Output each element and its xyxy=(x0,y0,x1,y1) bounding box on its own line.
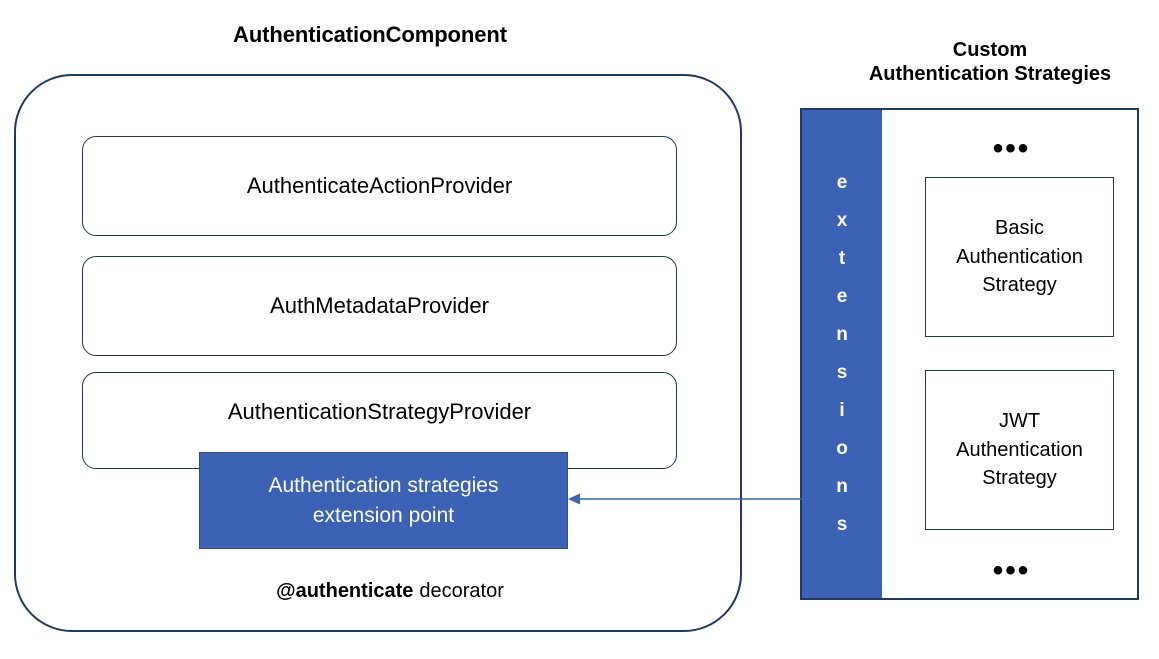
decorator-name: @authenticate xyxy=(276,580,414,602)
custom-authentication-strategies-panel: e x t e n s i o n s ••• Basic Authentica… xyxy=(800,108,1139,600)
strategies-panel-title: Custom Authentication Strategies xyxy=(868,39,1112,86)
extensions-letter: i xyxy=(839,400,845,421)
extensions-letter: t xyxy=(838,248,846,269)
extensions-letter: e xyxy=(836,172,848,193)
extensions-letter: x xyxy=(836,210,848,231)
extensions-letter: s xyxy=(836,362,848,383)
strategy-box-basic-authentication[interactable]: Basic Authentication Strategy xyxy=(925,177,1114,337)
extensions-bar[interactable]: e x t e n s i o n s xyxy=(802,110,882,598)
component-title: AuthenticationComponent xyxy=(233,22,507,47)
provider-label: AuthenticateActionProvider xyxy=(246,173,513,198)
provider-box-authenticate-action[interactable]: AuthenticateActionProvider xyxy=(82,136,677,236)
extensions-letter: n xyxy=(836,324,848,345)
provider-label: AuthMetadataProvider xyxy=(270,293,489,318)
extensions-letter: e xyxy=(836,286,848,307)
extensions-letter: s xyxy=(836,514,848,535)
ellipsis-bottom-icon: ••• xyxy=(992,554,1031,587)
ellipsis-top-icon: ••• xyxy=(992,132,1031,165)
authentication-strategies-extension-point[interactable]: Authentication strategies extension poin… xyxy=(199,452,568,549)
provider-box-auth-metadata[interactable]: AuthMetadataProvider xyxy=(82,256,677,356)
strategy-box-jwt-authentication[interactable]: JWT Authentication Strategy xyxy=(925,370,1114,530)
extensions-letter: o xyxy=(836,438,848,459)
decorator-word: decorator xyxy=(419,580,504,602)
extensions-letter: n xyxy=(836,476,848,497)
provider-label: AuthenticationStrategyProvider xyxy=(227,398,532,424)
